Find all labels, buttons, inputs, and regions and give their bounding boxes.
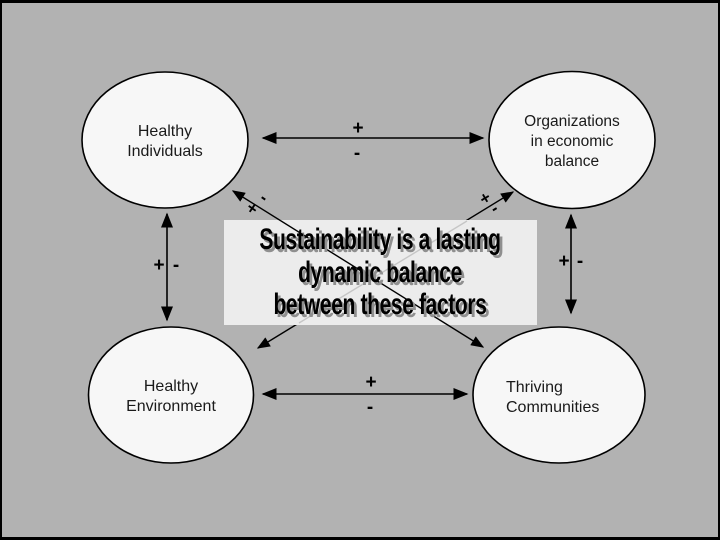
center-title-line1: Sustainability is a lasting <box>259 224 500 256</box>
bottom-arrow-plus-label: + <box>365 372 376 393</box>
bottom-arrow-minus-label: - <box>367 397 373 418</box>
organizations-ellipse <box>488 70 656 210</box>
center-title-line3-shadow: between these factors <box>276 292 489 324</box>
healthy-environment-label-line2: Environment <box>126 398 216 415</box>
organizations-label-line3: balance <box>545 153 599 170</box>
thriving-communities-label-line1: Thriving <box>506 379 563 396</box>
left-arrow-plus-label: + <box>153 255 164 276</box>
thriving-communities-label-line2: Communities <box>506 399 599 416</box>
top-arrow-plus-label: + <box>352 118 363 139</box>
organizations-label-line1: Organizations <box>524 113 620 130</box>
center-title-line2: dynamic balance <box>298 257 462 289</box>
right-arrow-plus-label: + <box>558 251 569 272</box>
left-arrow-minus-label: - <box>173 255 179 276</box>
thriving-communities-ellipse <box>472 326 646 464</box>
healthy-environment-label-line1: Healthy <box>144 378 198 395</box>
right-arrow-minus-label: - <box>577 251 583 272</box>
center-title-line3: between these factors <box>273 289 486 321</box>
healthy-individuals-label-line2: Individuals <box>127 143 203 160</box>
center-title-line2-group: dynamic balance dynamic balance <box>298 257 465 292</box>
center-title-line1-group: Sustainability is a lasting Sustainabili… <box>259 224 503 259</box>
center-title-line2-shadow: dynamic balance <box>301 260 465 292</box>
organizations-label-line2: in economic <box>531 133 614 150</box>
healthy-individuals-ellipse <box>81 71 249 209</box>
healthy-environment-ellipse <box>87 326 255 464</box>
top-arrow-minus-label: - <box>354 143 360 164</box>
healthy-individuals-label-line1: Healthy <box>138 123 192 140</box>
center-title-line3-group: between these factors between these fact… <box>273 289 489 324</box>
diagonal-down-arrow <box>231 190 485 348</box>
center-title-line1-shadow: Sustainability is a lasting <box>262 227 503 259</box>
